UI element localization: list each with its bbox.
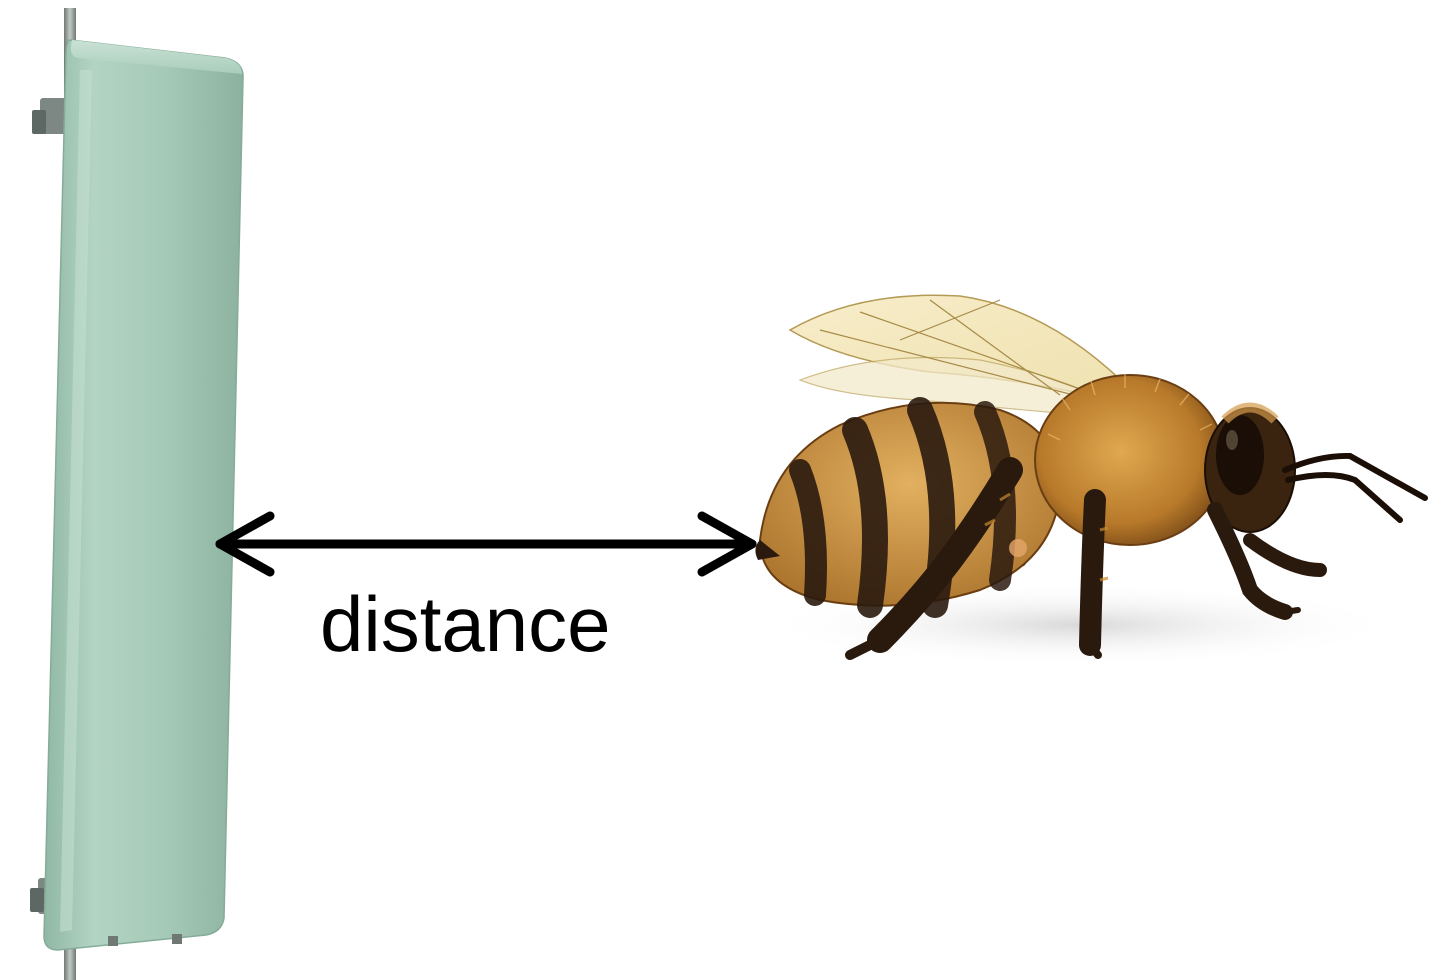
bee-eye: [1216, 415, 1264, 495]
sector-antenna-icon: [30, 8, 243, 980]
bee-pollen: [1009, 539, 1027, 557]
honeybee-icon: [755, 295, 1425, 667]
double-headed-arrow-icon: [220, 516, 752, 572]
distance-label: distance: [320, 585, 611, 663]
bee-abdomen: [755, 403, 1060, 606]
bee-antennae: [1285, 456, 1425, 520]
